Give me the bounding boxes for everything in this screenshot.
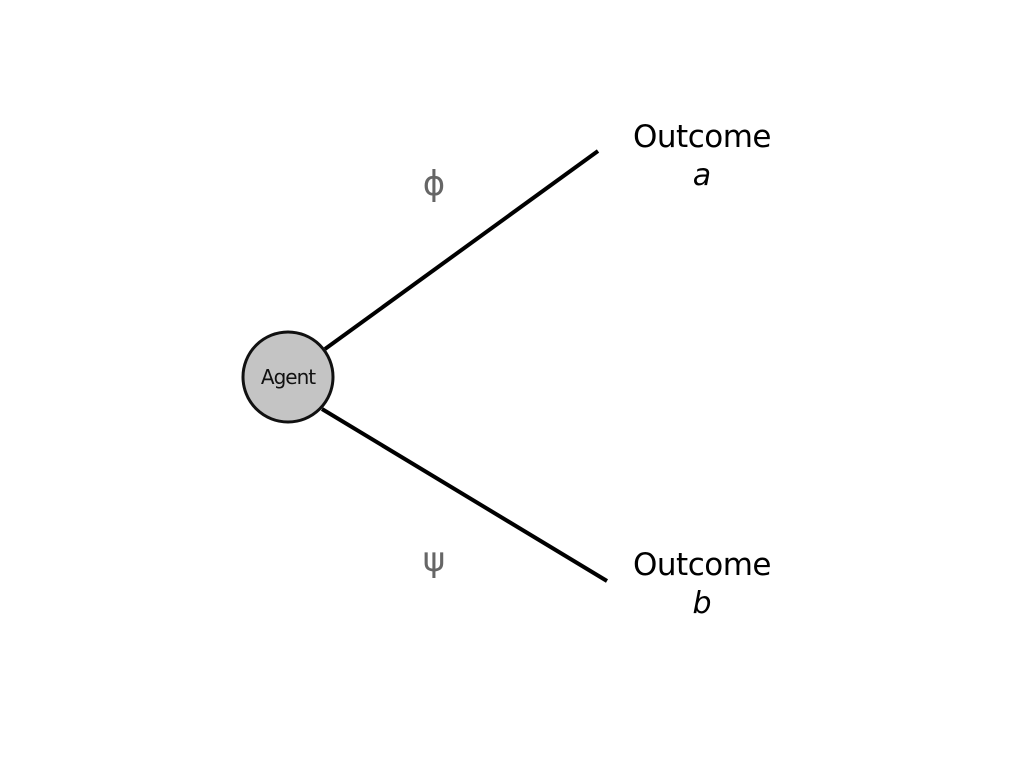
branch-label-psi: ψ bbox=[422, 540, 446, 580]
outcome-a-title: Outcome bbox=[633, 119, 771, 155]
outcome-b: Outcome b bbox=[612, 546, 792, 622]
outcome-b-variable: b bbox=[692, 585, 712, 621]
agent-node bbox=[241, 330, 335, 424]
edge-to-outcome-a bbox=[323, 149, 600, 351]
outcome-a-variable: a bbox=[692, 157, 712, 193]
branch-label-phi: ϕ bbox=[422, 164, 446, 204]
outcome-a: Outcome a bbox=[612, 118, 792, 194]
agent-label: Agent bbox=[260, 365, 316, 389]
outcome-b-title: Outcome bbox=[633, 547, 771, 583]
edge-to-outcome-b bbox=[320, 407, 609, 583]
